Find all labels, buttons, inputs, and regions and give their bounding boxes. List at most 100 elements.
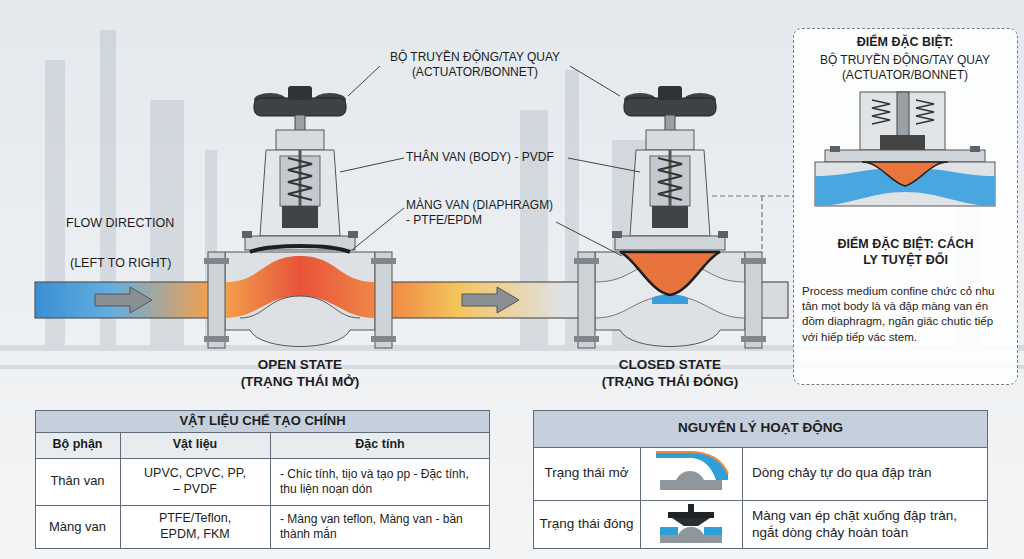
weir [240,296,360,318]
closed-state-icon [660,504,722,543]
leader-line [568,158,640,172]
leader-line [556,222,622,256]
callout-body: Process medium confine chức cỏ nhu tân m… [802,284,1010,345]
detail-stem [897,92,909,138]
flange [375,252,392,348]
bonnet-actuator [242,86,358,250]
bolt [741,258,766,264]
detail-bonnet [860,92,945,150]
bolt [574,336,599,342]
bolt [830,146,840,152]
bolt [371,258,396,264]
grid-line [35,505,490,506]
open-flow [225,256,375,318]
flow-label: FLOW DIRECTION [66,216,196,232]
diaphragm [250,246,350,252]
flange [578,252,595,348]
detail-flange [825,150,985,162]
table-grid [35,411,988,550]
flange [208,252,225,348]
table-cell: - Màng van teflon, Màng van - bần thành … [270,505,490,549]
table-header-band [35,432,490,458]
icon-base [660,480,722,490]
icon-base [660,535,722,543]
callout-box: ĐIỂM ĐẶC BIỆT: BỘ TRUYỀN ĐỘNG/TAY QUAY (A… [793,28,1018,385]
bonnet-actuator [612,86,728,250]
table-cell: Dòng chảy tự do qua đập tràn [742,447,988,500]
icon-weir [678,527,704,535]
icon-press [672,518,710,526]
table-border [36,411,490,549]
dashed-line [712,195,793,196]
table-background [533,410,988,549]
leader-lines [340,66,640,256]
icon-water [660,527,678,535]
table-cell: Trạng thái mở [533,447,640,500]
detail-compressor [880,135,925,151]
table-title: VẬT LIỆU CHẾ TẠO CHÍNH [35,410,490,432]
icon-flow [656,452,728,480]
grid-line [35,432,490,433]
grid-line [270,432,271,549]
detail-spring [872,100,890,124]
table-background [35,410,490,549]
part-label: THÂN VAN (BODY) - PVDF [406,150,576,165]
table-cell: UPVC, CPVC, PP, – PVDF [120,458,270,505]
table-cell: - Chíc tính, tiịo và tạo pp - Đặc tính, … [270,458,490,505]
closed-valve [574,86,766,348]
leader-line [340,158,404,172]
callout-heading: ĐIỂM ĐẶC BIỆT: CÁCH LY TUYỆT ĐỐI [830,237,981,268]
icon-diaphragm [668,512,714,518]
open-state-icon [656,452,728,490]
bolt [204,258,229,264]
callout-valve-detail [815,92,995,206]
detail-diaphragm [862,162,948,186]
state-caption: OPEN STATE (TRẠNG THÁI MỞ) [232,357,368,391]
bolt [574,258,599,264]
callout-heading: ĐIỂM ĐẶC BIỆT: [794,35,1016,51]
detail-body [815,162,995,206]
flow-arrow [95,287,152,313]
open-valve [204,86,396,348]
grid-line [640,447,641,549]
table-cell: Trạng thái đóng [533,500,640,549]
callout-connector [712,196,793,250]
grid-line [533,447,988,448]
dashed-line [761,196,762,250]
flow-arrow [462,287,519,313]
leader-line [348,66,380,96]
icon-weir [676,471,704,480]
valve-body [225,252,375,347]
callout-part-name: BỘ TRUYỀN ĐỘNG/TAY QUAY (ACTUATOR/BONNET… [802,53,1008,83]
detail-spring [916,100,934,124]
state-caption: CLOSED STATE (TRẠNG THÁI ĐÓNG) [592,357,748,391]
bolt [371,336,396,342]
grid-line [35,458,490,459]
detail-medium [815,168,995,206]
part-label: MÀNG VAN (DIAPHRAGM) - PTFE/EPDM [406,198,556,228]
bolt [741,336,766,342]
grid-line [533,500,988,501]
bolt [970,146,980,152]
table-header: Vật liệu [120,432,270,458]
table-cell: Màng van [35,505,120,549]
table-border [534,411,988,549]
flow-label: (LEFT TO RIGHT) [70,256,200,272]
icon-stem [688,504,694,514]
icon-water [704,527,722,535]
leader-line [570,66,620,96]
bolt [204,336,229,342]
part-label: BỘ TRUYỀN ĐỘNG/TAY QUAY (ACTUATOR/BONNET… [368,50,582,80]
table-header: Đặc tính [270,432,490,458]
leader-line [352,208,404,250]
table-cell: Màng van ép chặt xuống đập tràn, ngắt dò… [742,500,988,549]
table-cell: Thân van [35,458,120,505]
table-title: NGUYÊN LÝ HOẠT ĐỘNG [533,410,988,447]
table-header: Bộ phận [35,432,120,458]
table-cell: PTFE/Teflon, EPDM, FKM [120,505,270,549]
